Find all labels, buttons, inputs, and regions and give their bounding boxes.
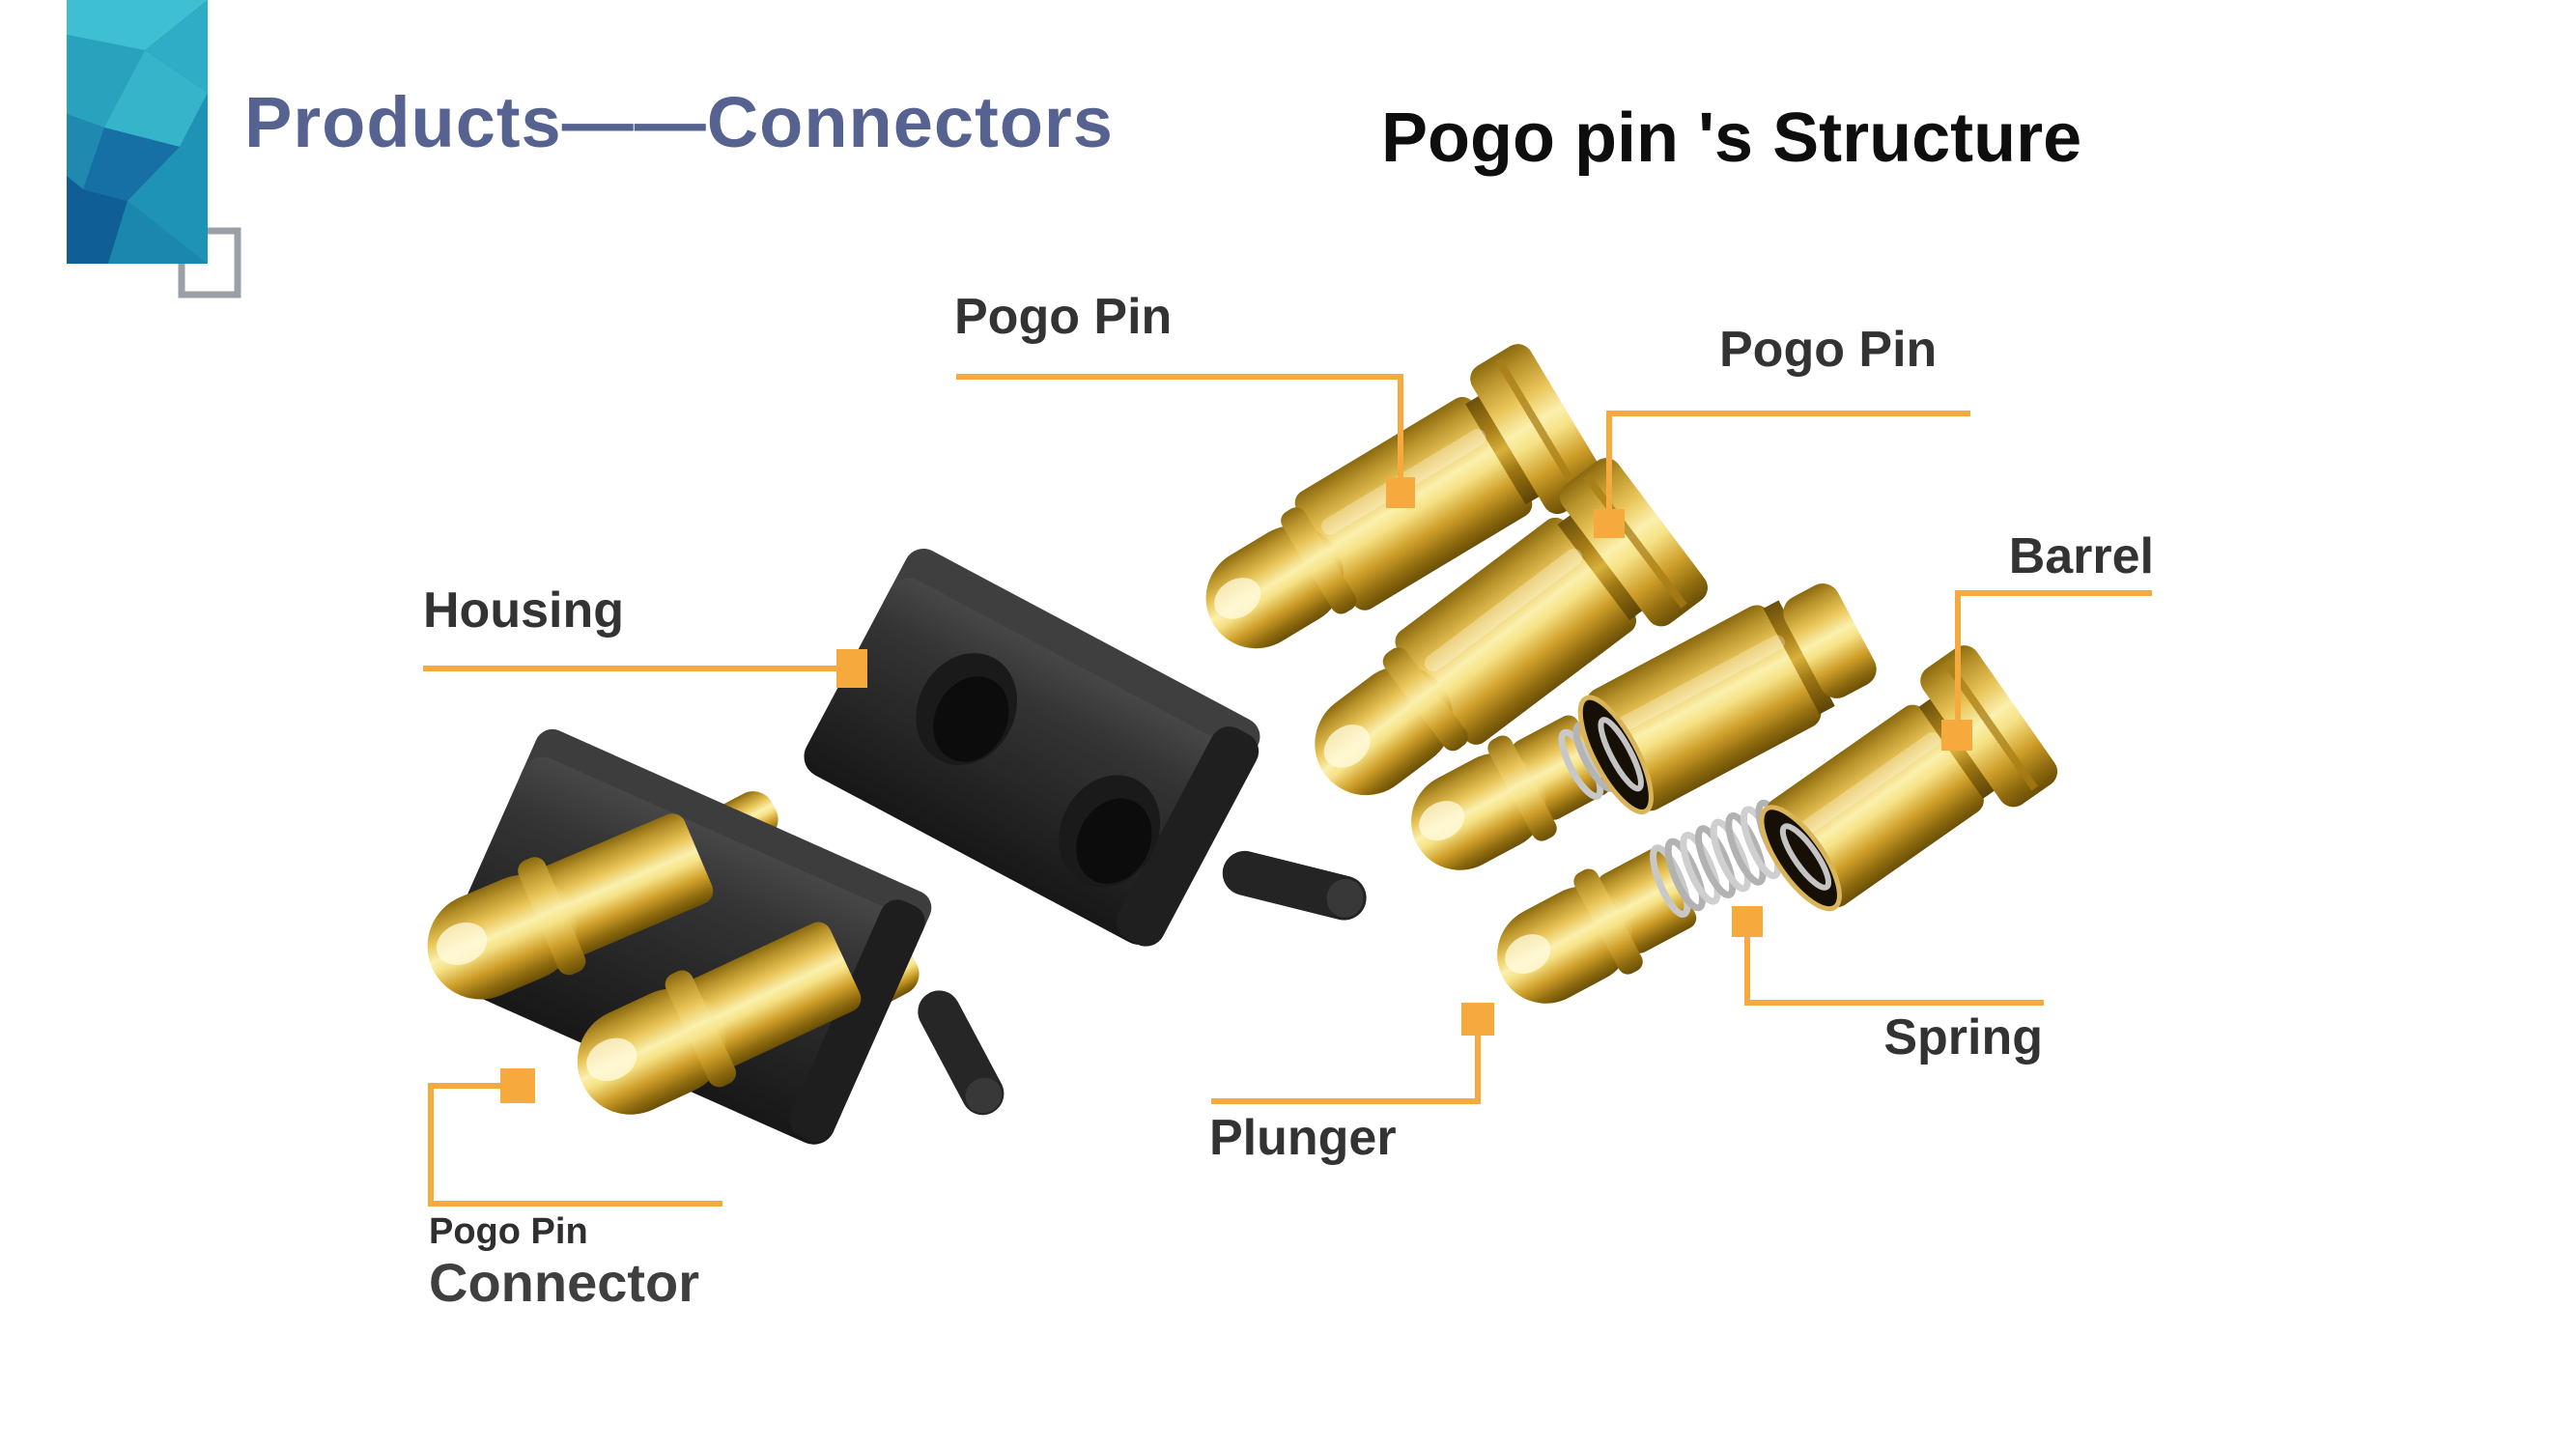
label-barrel: Barrel (2008, 528, 2154, 584)
callout-marker-plunger (1461, 1003, 1494, 1036)
connector-part (427, 728, 1005, 1145)
logo-polygon-art (67, 0, 208, 264)
callout-line-plunger (1211, 1034, 1481, 1104)
callout-marker-pogo-pin-top (1386, 477, 1415, 508)
pogo-pin-part-2 (1315, 458, 1708, 796)
barrel-part-upper (1577, 583, 1877, 814)
label-housing: Housing (423, 582, 624, 639)
barrel-part-labeled (1759, 645, 2058, 912)
label-connector-line1: Pogo Pin (429, 1211, 588, 1252)
callout-markers (500, 477, 1972, 1103)
connector-body (438, 728, 932, 1145)
label-spring: Spring (1883, 1009, 2043, 1065)
page-title: Pogo pin 's Structure (1381, 99, 2082, 177)
callout-marker-barrel (1941, 720, 1972, 751)
label-pogo-pin-right: Pogo Pin (1719, 322, 1938, 378)
plunger-part-lower (1497, 848, 1697, 1004)
label-connector: Pogo Pin Connector (429, 1209, 699, 1312)
label-plunger: Plunger (1209, 1110, 1397, 1166)
label-pogo-pin-top: Pogo Pin (954, 289, 1173, 345)
connector-peg (918, 990, 1005, 1116)
callout-line-barrel (1955, 590, 2152, 722)
callout-line-connector (428, 1083, 722, 1207)
callout-marker-housing (836, 649, 867, 688)
logo (67, 0, 241, 298)
callout-line-pogo-pin-right (1606, 411, 1970, 511)
breadcrumb: Products——Connectors (244, 82, 1114, 162)
callout-line-pogo-pin-top (956, 374, 1403, 479)
callout-marker-connector (500, 1068, 535, 1103)
callout-marker-spring (1732, 906, 1763, 937)
callout-lines (423, 374, 2152, 1207)
callout-line-spring (1744, 935, 2044, 1006)
connector-pin-upper (427, 813, 714, 1000)
housing-part (804, 548, 1367, 947)
connector-pin-lower (577, 922, 862, 1115)
label-connector-line2: Connector (429, 1252, 699, 1313)
callout-marker-pogo-pin-right (1594, 509, 1625, 538)
housing-peg (1222, 850, 1367, 921)
